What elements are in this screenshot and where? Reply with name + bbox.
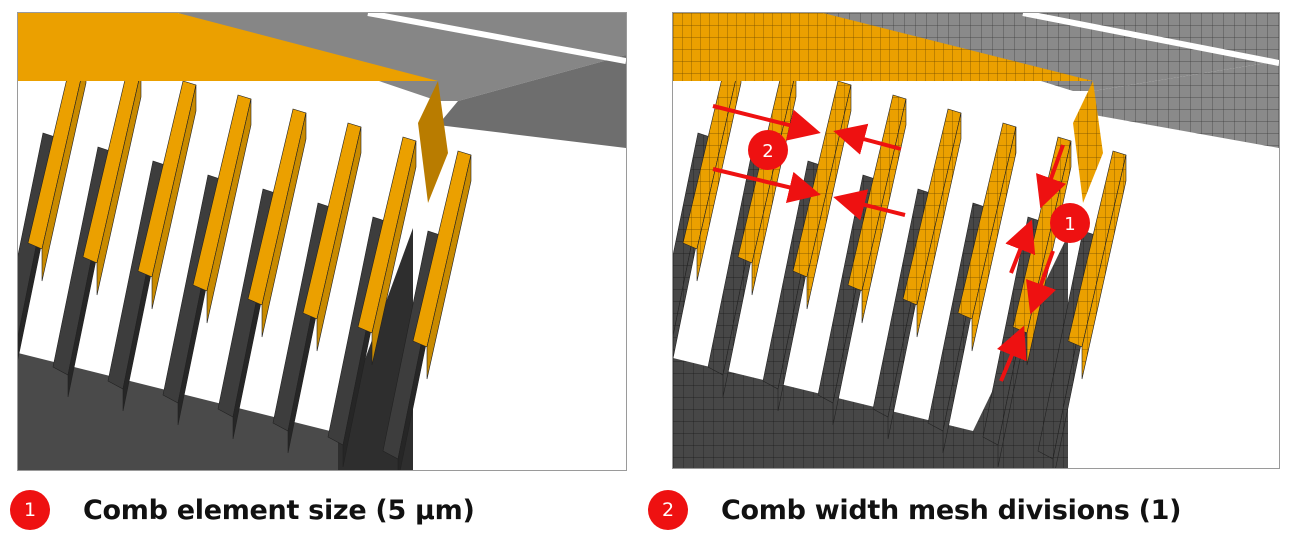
- orange-finger: [137, 80, 197, 278]
- meshed-orange-base-top: [673, 13, 1093, 81]
- arrow-right-lower: [712, 167, 821, 203]
- orange-finger-side: [41, 56, 87, 282]
- callout-2: 2: [748, 130, 788, 170]
- orange-comb-base-top: [18, 13, 438, 81]
- arrow-up-upper: [1005, 219, 1036, 274]
- orange-finger: [412, 150, 472, 348]
- element-size-arrows: [997, 144, 1067, 382]
- orange-finger: [82, 66, 142, 264]
- rail-top: [178, 13, 626, 101]
- meshed-rail-top: [823, 13, 1279, 91]
- legend-label-element-size: Comb element size (5 µm): [83, 494, 475, 526]
- meshed-dark-base-top: [673, 358, 973, 468]
- orange-finger: [1067, 150, 1127, 348]
- legend-badge-1: 1: [10, 490, 50, 530]
- rail-side: [438, 55, 626, 148]
- orange-finger-side: [151, 84, 197, 310]
- meshed-rail-gap: [1022, 13, 1279, 66]
- arrow-up-lower: [997, 325, 1027, 382]
- arrow-left-lower: [833, 189, 906, 221]
- orange-finger: [302, 122, 362, 320]
- meshed-orange-base-side: [1073, 81, 1103, 203]
- orange-finger-side: [916, 112, 962, 338]
- legend-item-element-size: 1 Comb element size (5 µm): [10, 490, 475, 530]
- arrow-down-lower: [1026, 250, 1057, 315]
- legend-item-width-divisions: 2 Comb width mesh divisions (1): [648, 490, 1182, 530]
- comb-mesh-view: 2 1: [673, 13, 1279, 468]
- orange-finger: [902, 108, 962, 306]
- legend-badge-2: 2: [648, 490, 688, 530]
- meshed-rail-side: [1083, 61, 1279, 148]
- callout-1: 1: [1050, 203, 1090, 243]
- comb-geometry-view: [18, 13, 626, 470]
- comb-mesh-panel: 2 1: [672, 12, 1280, 469]
- arrow-left-upper: [833, 123, 902, 155]
- orange-finger-side: [1081, 154, 1127, 380]
- orange-finger: [192, 94, 252, 292]
- legend-label-width-divisions: Comb width mesh divisions (1): [721, 494, 1182, 526]
- orange-finger-side: [206, 98, 252, 324]
- orange-finger: [792, 80, 852, 278]
- orange-finger: [682, 52, 742, 250]
- orange-comb-fingers: [27, 52, 472, 380]
- orange-finger: [27, 52, 87, 250]
- orange-finger-side: [371, 140, 417, 366]
- orange-finger-side: [426, 154, 472, 380]
- orange-finger-side: [316, 126, 362, 352]
- orange-finger-side: [96, 70, 142, 296]
- orange-finger: [847, 94, 907, 292]
- arrow-down-upper: [1036, 144, 1067, 209]
- orange-comb-base-side: [418, 81, 448, 203]
- arrow-right-upper: [712, 104, 821, 141]
- width-division-arrows: [712, 104, 906, 221]
- orange-finger-side: [261, 112, 307, 338]
- orange-finger-side: [971, 126, 1017, 352]
- orange-finger: [957, 122, 1017, 320]
- comb-geometry-panel: [17, 12, 627, 471]
- callout-2-number: 2: [762, 141, 773, 162]
- callout-1-number: 1: [1064, 214, 1075, 235]
- rail-gap: [367, 13, 626, 64]
- orange-finger: [247, 108, 307, 306]
